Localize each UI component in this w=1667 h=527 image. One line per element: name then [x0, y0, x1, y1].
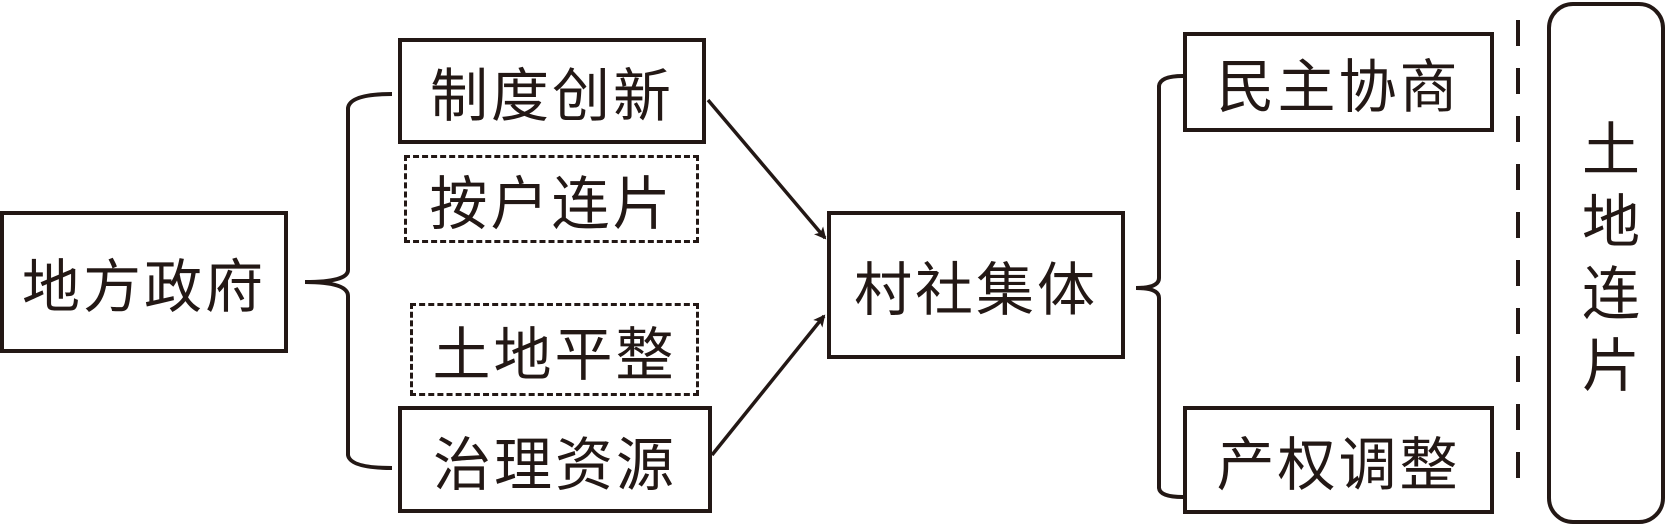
- node-label: 村社集体: [853, 256, 1098, 324]
- node-land-consolidation: 土地连片: [1547, 2, 1665, 524]
- arrow-resources-to-collective: [710, 314, 826, 457]
- node-label: 治理资源: [432, 430, 677, 499]
- right-brace: [1135, 74, 1184, 499]
- left-brace: [304, 92, 393, 470]
- node-label: 按户连片: [429, 170, 674, 238]
- arrow-innovation-to-collective: [706, 98, 827, 240]
- node-label: 土地连片: [1572, 119, 1640, 407]
- node-land-leveling: 土地平整: [410, 303, 699, 396]
- node-local-government: 地方政府: [0, 211, 288, 353]
- node-democratic-consultation: 民主协商: [1183, 32, 1494, 132]
- node-institutional-innovation: 制度创新: [398, 38, 706, 144]
- node-label: 制度创新: [429, 62, 674, 130]
- node-label: 土地平整: [432, 320, 677, 389]
- node-household-consolidation: 按户连片: [404, 155, 699, 243]
- node-property-rights-adjustment: 产权调整: [1183, 406, 1494, 514]
- node-label: 产权调整: [1216, 431, 1461, 499]
- node-governance-resources: 治理资源: [398, 406, 712, 513]
- node-label: 民主协商: [1216, 53, 1461, 121]
- node-label: 地方政府: [21, 253, 266, 321]
- node-village-collective: 村社集体: [827, 211, 1125, 359]
